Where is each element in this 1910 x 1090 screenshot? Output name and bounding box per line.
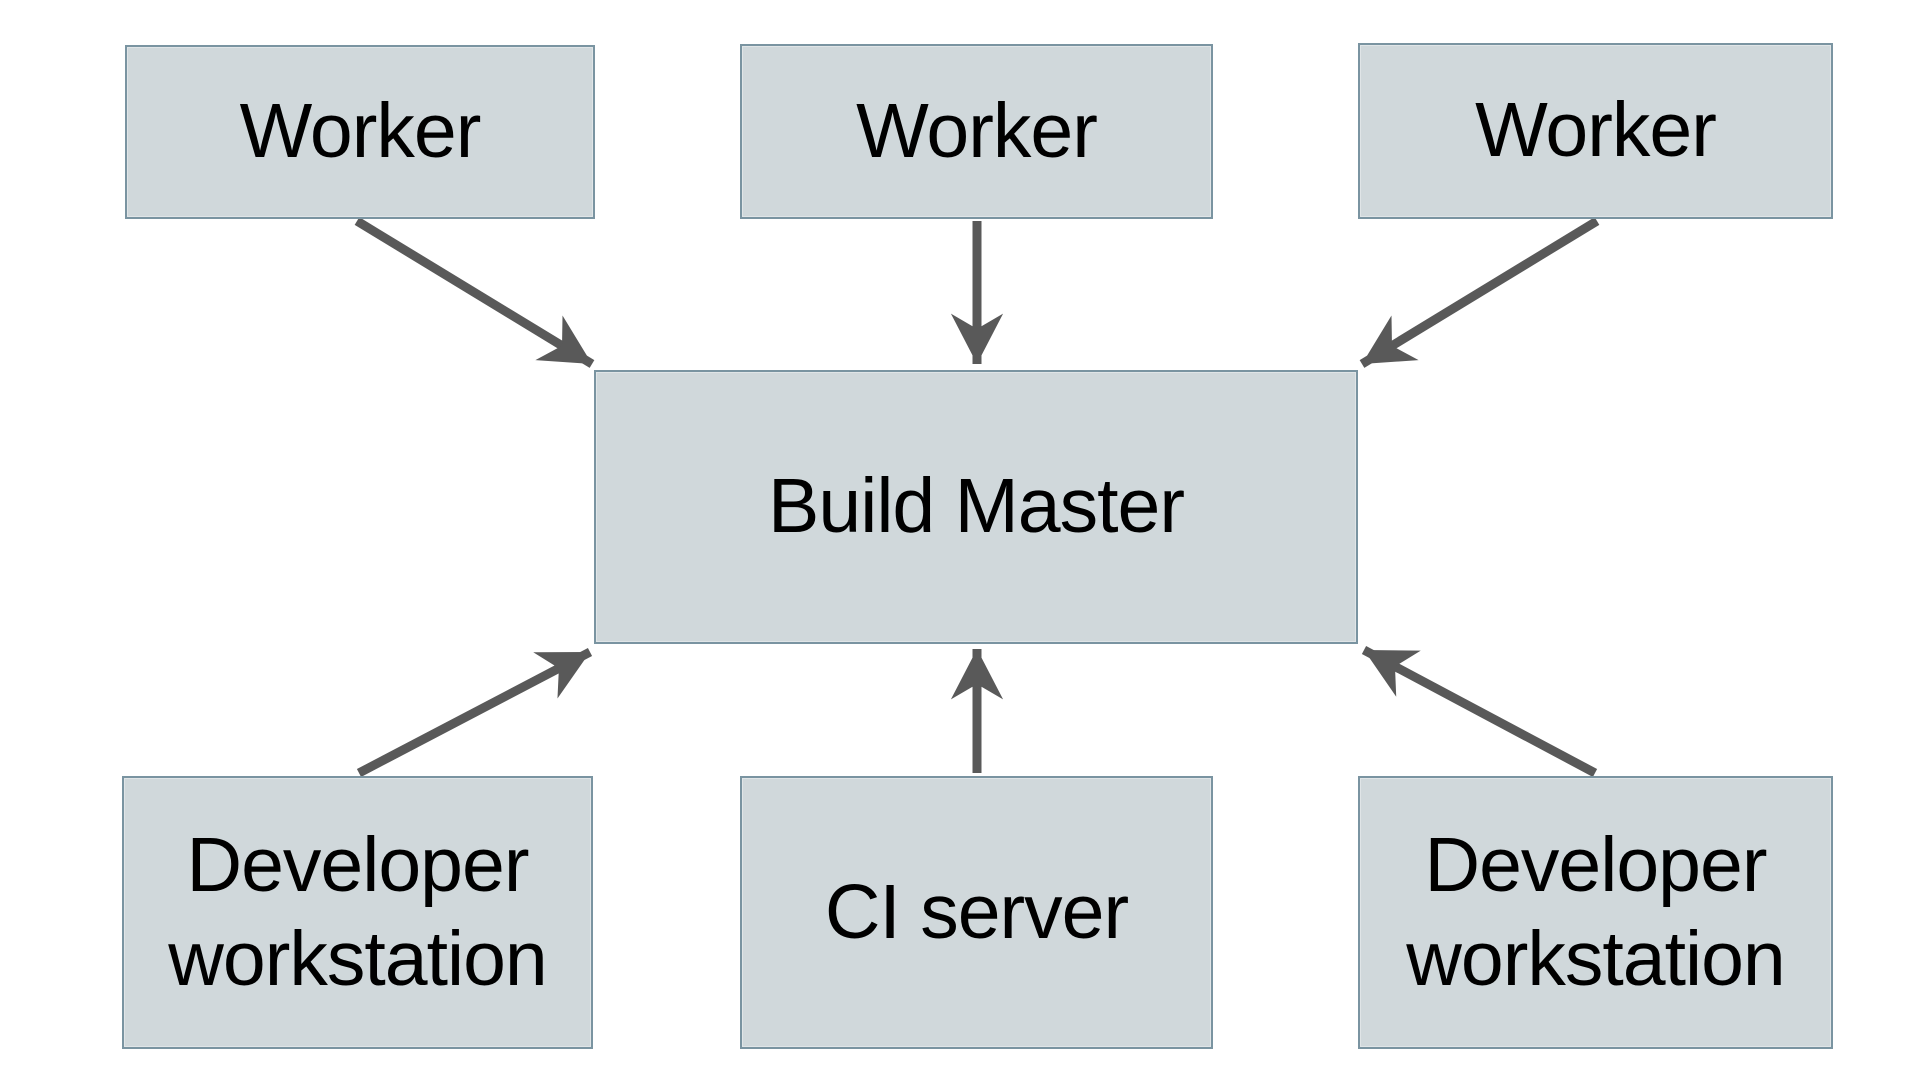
node-developer-workstation-left-label: Developer workstation: [168, 821, 547, 1002]
node-developer-workstation-right-label: Developer workstation: [1406, 821, 1785, 1002]
arrow-dev-workstation-right-to-build-master: [1361, 646, 1598, 777]
node-worker-1-label: Worker: [239, 88, 482, 175]
arrow-worker-1-to-build-master: [354, 217, 595, 368]
node-build-master: Build Master: [594, 370, 1358, 644]
arrow-dev-workstation-left-to-build-master: [356, 648, 593, 777]
node-worker-2-label: Worker: [856, 87, 1098, 174]
node-developer-workstation-right: Developer workstation: [1358, 776, 1833, 1049]
node-worker-2: Worker: [740, 44, 1213, 219]
node-developer-workstation-left: Developer workstation: [122, 776, 593, 1049]
node-build-master-label: Build Master: [768, 463, 1185, 550]
node-worker-1: Worker: [125, 45, 595, 219]
arrow-worker-3-to-build-master: [1359, 217, 1600, 368]
node-worker-3: Worker: [1358, 43, 1833, 219]
node-worker-3-label: Worker: [1475, 87, 1717, 174]
node-ci-server-label: CI server: [824, 868, 1129, 955]
node-ci-server: CI server: [740, 776, 1213, 1049]
